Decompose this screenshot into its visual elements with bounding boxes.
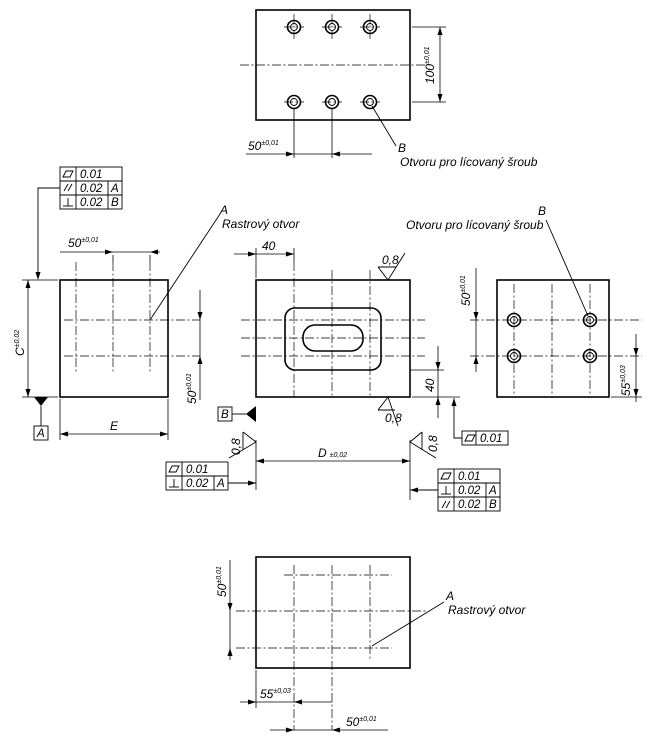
fcf-value: 0.01 bbox=[480, 433, 502, 445]
counterbore-hole bbox=[582, 312, 598, 328]
parallelism-icon bbox=[441, 500, 451, 509]
pocket-outline bbox=[284, 307, 382, 371]
dim-50-top-label: 50±0,01 bbox=[68, 236, 99, 250]
callout-a-text: Rastrový otvor bbox=[448, 603, 526, 617]
callout-a-text: Rastrový otvor bbox=[222, 217, 300, 231]
leader-line bbox=[371, 105, 397, 147]
fcf-value: 0.02 bbox=[458, 499, 481, 511]
callout-a-letter: A bbox=[445, 589, 454, 603]
datum-b-marker: B bbox=[217, 406, 256, 422]
fcf-value: 0.02 bbox=[458, 485, 481, 497]
fcf-value: 0.01 bbox=[186, 464, 208, 476]
slot-outline bbox=[302, 324, 364, 352]
datum-b-label: B bbox=[221, 409, 229, 421]
top-view: 100±0,01 50±0,01 B Otvoru pro lícovaný š… bbox=[240, 9, 538, 169]
dim-50-left-label: 50±0,01 bbox=[215, 566, 229, 597]
bottom-view: 50±0,01 55±0,03 50±0,01 A Rastrový otvor bbox=[215, 556, 526, 733]
callout-b-letter: B bbox=[538, 204, 546, 218]
dim-50-right-label: 50±0,01 bbox=[185, 373, 199, 404]
fcf-value: 0.01 bbox=[458, 471, 480, 483]
feature-control-frame-left-top: 0.01 0.02 A 0.02 B bbox=[35, 166, 123, 280]
roughness-symbol-left: 0,8 bbox=[228, 431, 257, 459]
fcf-value: 0.02 bbox=[80, 183, 103, 195]
feature-control-frame-left-bottom: 0.01 0.02 A bbox=[165, 461, 256, 491]
flatness-icon bbox=[440, 472, 452, 480]
right-view-outline bbox=[496, 279, 610, 398]
flatness-icon bbox=[464, 434, 476, 442]
perpendicularity-icon bbox=[63, 198, 73, 207]
fcf-datum: A bbox=[488, 485, 497, 497]
svg-text:0,8: 0,8 bbox=[385, 411, 402, 425]
fcf-datum: B bbox=[111, 197, 119, 209]
svg-text:0,8: 0,8 bbox=[382, 253, 399, 267]
dim-50-bottom-label: 50±0,01 bbox=[346, 715, 377, 729]
callout-b-letter: B bbox=[398, 141, 406, 155]
dim-c-label: C±0,02 bbox=[13, 330, 27, 356]
dim-40-top-label: 40 bbox=[262, 239, 276, 253]
perpendicularity-icon bbox=[441, 486, 451, 495]
fcf-value: 0.01 bbox=[80, 169, 102, 181]
leader-line bbox=[371, 601, 445, 647]
counterbore-hole bbox=[582, 348, 598, 364]
dim-e-label: E bbox=[110, 419, 119, 433]
feature-control-frame-right: 0.01 bbox=[451, 398, 509, 446]
counterbore-hole bbox=[362, 94, 378, 110]
dim-d-label: D±0,02 bbox=[318, 446, 347, 460]
counterbore-hole bbox=[506, 348, 522, 364]
parallelism-icon bbox=[63, 183, 73, 192]
left-view: 0.01 0.02 A 0.02 B 50±0,01 C±0,02 5 bbox=[13, 166, 300, 441]
callout-b-text: Otvoru pro lícovaný šroub bbox=[406, 218, 544, 232]
left-view-outline bbox=[59, 279, 169, 398]
dim-55-right-label: 55±0,03 bbox=[619, 365, 633, 396]
callout-a-letter: A bbox=[219, 203, 228, 217]
flatness-icon bbox=[62, 170, 74, 178]
roughness-symbol-top: 0,8 bbox=[377, 252, 406, 281]
fcf-value: 0.02 bbox=[80, 197, 103, 209]
roughness-symbol-right: 0,8 bbox=[409, 431, 440, 459]
dim-100-label: 100±0,01 bbox=[423, 46, 437, 84]
front-view-outline bbox=[255, 279, 411, 398]
feature-control-frame-bottom-right: 0.01 0.02 A 0.02 B bbox=[410, 468, 501, 512]
dim-50-left-label: 50±0,01 bbox=[459, 275, 473, 306]
counterbore-hole bbox=[286, 19, 302, 35]
fcf-datum: A bbox=[110, 183, 119, 195]
counterbore-hole bbox=[324, 19, 340, 35]
dim-55-label: 55±0,03 bbox=[260, 687, 291, 701]
leader-line bbox=[545, 219, 589, 317]
svg-text:0,8: 0,8 bbox=[229, 438, 243, 455]
counterbore-hole bbox=[362, 19, 378, 35]
fcf-datum: B bbox=[489, 499, 497, 511]
counterbore-hole bbox=[506, 312, 522, 328]
perpendicularity-icon bbox=[169, 479, 179, 488]
bottom-view-outline bbox=[255, 556, 411, 669]
dim-40-right-label: 40 bbox=[423, 378, 437, 392]
dim-50-label: 50±0,01 bbox=[248, 139, 279, 153]
flatness-icon bbox=[168, 465, 180, 473]
svg-text:0,8: 0,8 bbox=[426, 435, 440, 452]
fcf-value: 0.02 bbox=[186, 478, 209, 490]
right-view: B Otvoru pro lícovaný šroub 50±0,01 55±0… bbox=[406, 204, 642, 402]
datum-a-marker: A bbox=[33, 397, 49, 441]
leader-line bbox=[149, 213, 221, 321]
front-view: 40 0,8 40 0,8 B 0,8 bbox=[165, 239, 509, 512]
roughness-symbol-bottom: 0,8 bbox=[377, 396, 402, 427]
fcf-datum: A bbox=[216, 478, 225, 490]
datum-a-label: A bbox=[36, 428, 45, 440]
callout-b-text: Otvoru pro lícovaný šroub bbox=[400, 155, 538, 169]
